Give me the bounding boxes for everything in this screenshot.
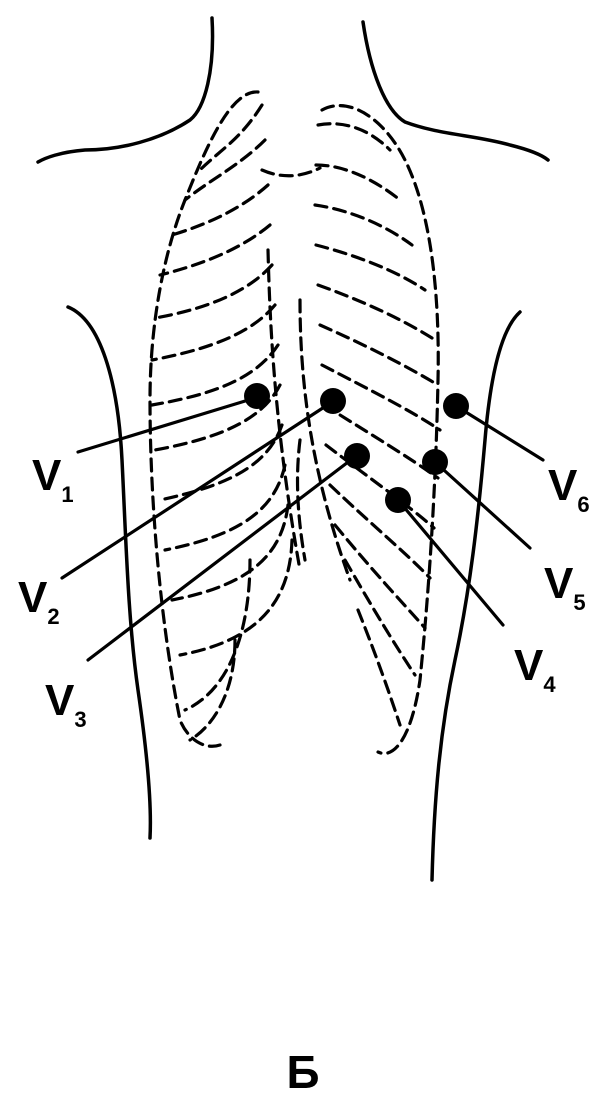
v2-electrode	[320, 388, 346, 414]
v6-lead-line	[456, 406, 543, 460]
v1-lead-line	[78, 398, 255, 452]
v5-label: V5	[544, 559, 586, 615]
left-rib-cage	[150, 92, 300, 746]
right-rib-cage	[300, 106, 440, 754]
v1-electrode	[244, 383, 270, 409]
v6-label: V6	[548, 461, 590, 517]
right-torso-outline	[432, 312, 520, 880]
figure-caption: Б	[0, 1045, 606, 1099]
v1-label: V1	[32, 451, 74, 507]
left-shoulder-outline	[38, 18, 213, 162]
v2-label: V2	[18, 573, 60, 629]
v4-label: V4	[514, 641, 556, 697]
v3-electrode	[344, 443, 370, 469]
left-torso-outline	[68, 307, 150, 838]
clavicle-connection	[262, 168, 320, 176]
v4-electrode	[385, 487, 411, 513]
v6-electrode	[443, 393, 469, 419]
v3-label: V3	[45, 676, 87, 732]
v5-electrode	[422, 449, 448, 475]
